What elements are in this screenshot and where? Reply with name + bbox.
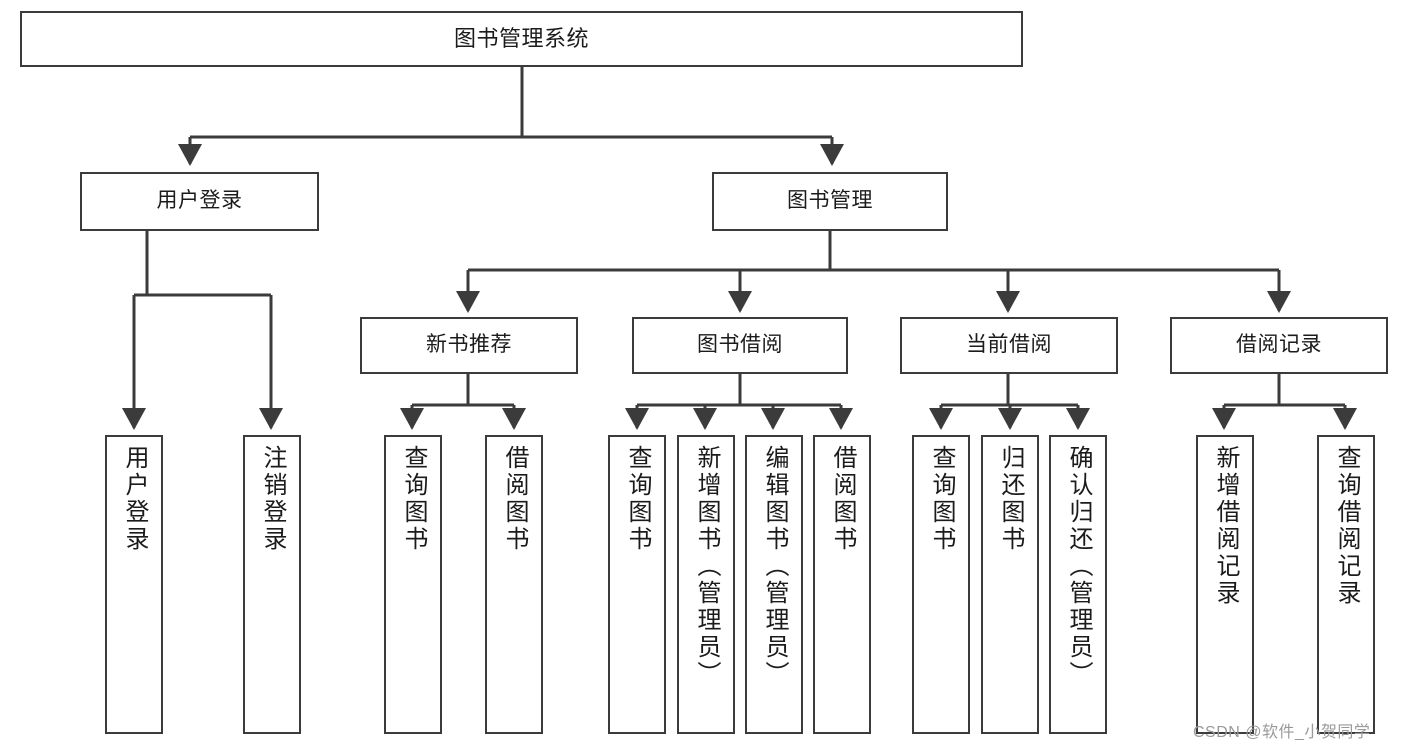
leaf-borrow-query-book[interactable]: 查询图书 xyxy=(608,435,666,734)
node-new-book-recommend[interactable]: 新书推荐 xyxy=(360,317,578,374)
node-current-borrow-label: 当前借阅 xyxy=(966,333,1052,357)
node-book-management[interactable]: 图书管理 xyxy=(712,172,948,231)
leaf-records-add-record-label: 新增借阅记录 xyxy=(1212,445,1239,607)
node-book-borrow-label: 图书借阅 xyxy=(697,333,783,357)
leaf-current-return-book-label: 归还图书 xyxy=(997,445,1024,553)
leaf-user-login-signout[interactable]: 注销登录 xyxy=(243,435,301,734)
leaf-borrow-borrow-book-label: 借阅图书 xyxy=(829,445,856,553)
node-root-label: 图书管理系统 xyxy=(453,26,589,52)
leaf-records-query-record[interactable]: 查询借阅记录 xyxy=(1317,435,1375,734)
leaf-borrow-edit-book[interactable]: 编辑图书（管理员） xyxy=(745,435,803,734)
node-new-book-recommend-label: 新书推荐 xyxy=(426,333,512,357)
leaf-current-confirm-return-label: 确认归还（管理员） xyxy=(1065,445,1092,688)
leaf-borrow-add-book[interactable]: 新增图书（管理员） xyxy=(677,435,735,734)
leaf-records-query-record-label: 查询借阅记录 xyxy=(1333,445,1360,607)
node-user-login[interactable]: 用户登录 xyxy=(80,172,319,231)
leaf-borrow-borrow-book[interactable]: 借阅图书 xyxy=(813,435,871,734)
leaf-records-add-record[interactable]: 新增借阅记录 xyxy=(1196,435,1254,734)
node-book-management-label: 图书管理 xyxy=(787,189,873,213)
leaf-user-login-signin[interactable]: 用户登录 xyxy=(105,435,163,734)
leaf-current-return-book[interactable]: 归还图书 xyxy=(981,435,1039,734)
leaf-current-query-book[interactable]: 查询图书 xyxy=(912,435,970,734)
leaf-borrow-query-book-label: 查询图书 xyxy=(624,445,651,553)
node-borrow-records[interactable]: 借阅记录 xyxy=(1170,317,1388,374)
node-current-borrow[interactable]: 当前借阅 xyxy=(900,317,1118,374)
leaf-recommend-borrow-book[interactable]: 借阅图书 xyxy=(485,435,543,734)
leaf-recommend-query-book-label: 查询图书 xyxy=(400,445,427,553)
node-root[interactable]: 图书管理系统 xyxy=(20,11,1023,67)
node-user-login-label: 用户登录 xyxy=(156,189,243,213)
leaf-recommend-borrow-book-label: 借阅图书 xyxy=(501,445,528,553)
csdn-watermark: CSDN @软件_小贺同学 xyxy=(1193,724,1371,741)
leaf-current-confirm-return[interactable]: 确认归还（管理员） xyxy=(1049,435,1107,734)
leaf-user-login-signout-label: 注销登录 xyxy=(259,445,286,553)
leaf-user-login-signin-label: 用户登录 xyxy=(121,445,148,553)
leaf-recommend-query-book[interactable]: 查询图书 xyxy=(384,435,442,734)
node-book-borrow[interactable]: 图书借阅 xyxy=(632,317,848,374)
leaf-current-query-book-label: 查询图书 xyxy=(928,445,955,553)
leaf-borrow-edit-book-label: 编辑图书（管理员） xyxy=(761,445,788,688)
node-borrow-records-label: 借阅记录 xyxy=(1236,333,1322,357)
leaf-borrow-add-book-label: 新增图书（管理员） xyxy=(693,445,720,688)
